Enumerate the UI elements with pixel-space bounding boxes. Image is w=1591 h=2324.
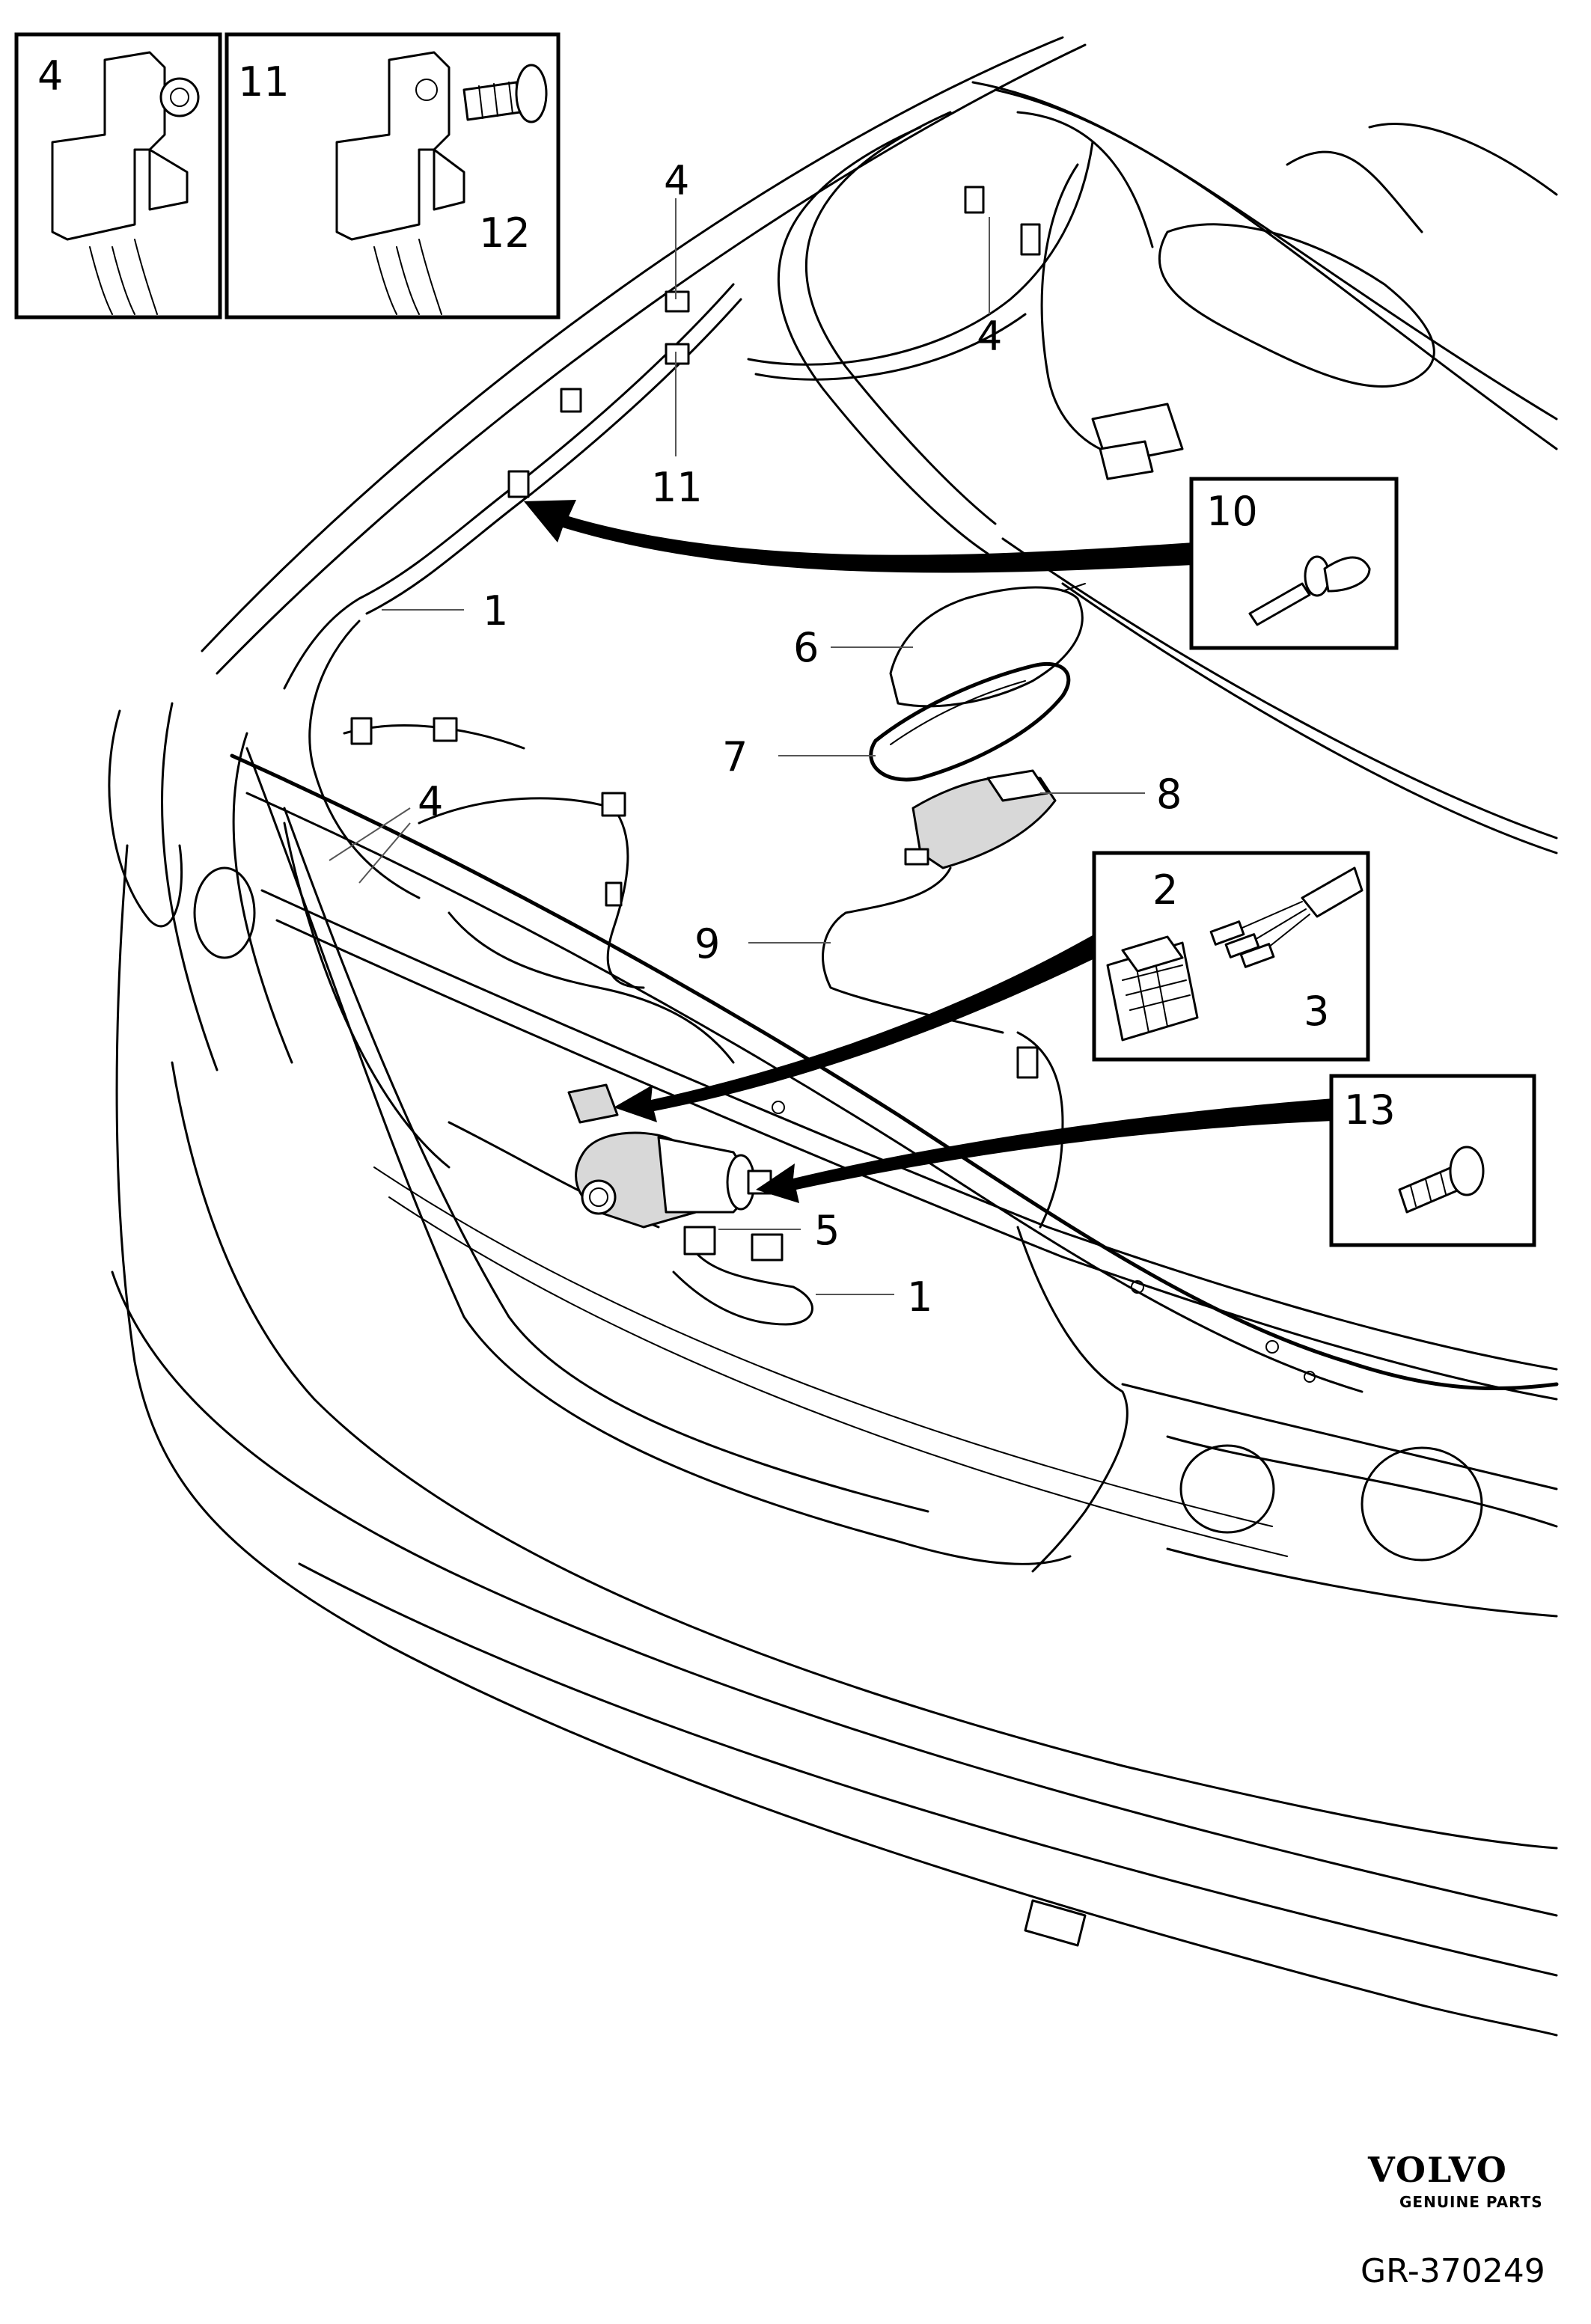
callout-4-right: 4 bbox=[977, 313, 1002, 360]
inset-clip-11-screw-12 bbox=[225, 32, 561, 319]
callout-13: 13 bbox=[1344, 1086, 1396, 1134]
callout-4-left: 4 bbox=[418, 778, 443, 825]
callout-inset-12: 12 bbox=[479, 210, 531, 257]
actuator-motor bbox=[575, 1131, 784, 1262]
callout-5: 5 bbox=[814, 1207, 840, 1254]
callout-labels: 4 11 12 4 11 4 10 1 6 7 4 8 2 9 3 13 5 1 bbox=[37, 52, 1396, 1321]
wiring-harness bbox=[230, 141, 1559, 1573]
callout-1-upper: 1 bbox=[483, 587, 508, 634]
callout-11-top: 11 bbox=[651, 464, 703, 511]
callout-2: 2 bbox=[1152, 866, 1178, 914]
callout-6: 6 bbox=[793, 624, 819, 671]
gasket bbox=[869, 661, 1071, 782]
genuine-parts-label: GENUINE PARTS bbox=[1399, 2193, 1543, 2211]
callout-9: 9 bbox=[694, 920, 720, 967]
volvo-logo-text: VOLVO bbox=[1367, 2150, 1508, 2190]
callout-inset-4: 4 bbox=[37, 52, 63, 100]
antenna-amplifier bbox=[904, 769, 1057, 869]
inset-clip-4 bbox=[14, 32, 222, 319]
inset-wire-connector bbox=[1092, 851, 1370, 1062]
brand-block: VOLVO GENUINE PARTS GR-370249 bbox=[1361, 2150, 1545, 2290]
callout-4-top: 4 bbox=[664, 157, 689, 204]
figure-code: GR-370249 bbox=[1361, 2252, 1545, 2290]
antenna-cover bbox=[889, 583, 1086, 708]
harness-connector bbox=[567, 1083, 619, 1124]
inset-rivet-10 bbox=[1189, 477, 1399, 650]
callout-7: 7 bbox=[722, 733, 748, 780]
callout-inset-11: 11 bbox=[238, 58, 290, 106]
inset-screw-13 bbox=[1329, 1074, 1536, 1247]
callout-1-lower: 1 bbox=[907, 1273, 932, 1321]
callout-8: 8 bbox=[1156, 771, 1182, 818]
callout-3: 3 bbox=[1304, 988, 1329, 1035]
callout-10: 10 bbox=[1206, 488, 1258, 535]
reference-arrows bbox=[524, 500, 1334, 1203]
